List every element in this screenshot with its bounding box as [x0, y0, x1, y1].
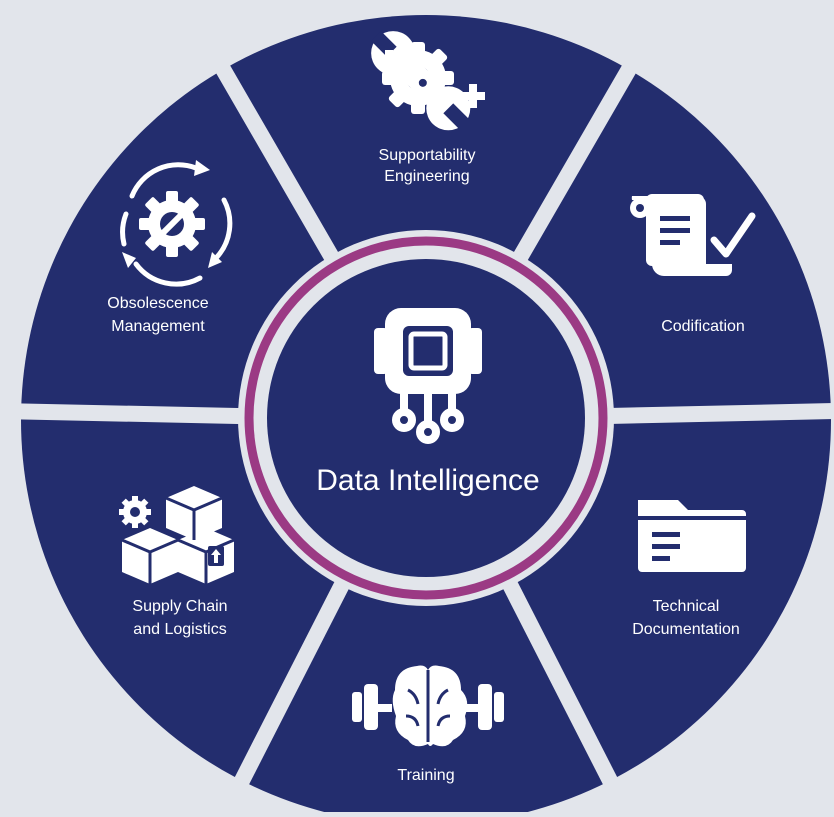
label-supportability: Supportability Engineering: [379, 147, 476, 185]
label-codification: Codification: [661, 318, 745, 335]
svg-text:Management: Management: [111, 318, 205, 335]
svg-text:Engineering: Engineering: [384, 168, 469, 185]
svg-text:Supply Chain: Supply Chain: [132, 598, 227, 615]
wrench-gear-icon: [371, 31, 485, 131]
svg-text:Documentation: Documentation: [632, 621, 740, 638]
svg-text:Supportability: Supportability: [379, 147, 476, 164]
svg-text:Obsolescence: Obsolescence: [107, 295, 208, 312]
label-supply-chain: Supply Chain and Logistics: [132, 598, 227, 638]
label-obsolescence: Obsolescence Management: [107, 295, 208, 335]
center-title: Data Intelligence: [316, 464, 539, 497]
label-training: Training: [397, 767, 454, 784]
svg-text:Technical: Technical: [653, 598, 720, 615]
boxes-icon: [119, 486, 235, 584]
brain-dumbbell-icon: [352, 665, 504, 747]
segment-dividers: [0, 52, 834, 812]
document-check-icon: [630, 194, 756, 276]
accent-ring: [244, 236, 608, 600]
chip-icon: [374, 308, 482, 444]
folder-icon: [638, 500, 746, 572]
label-technical-documentation: Technical Documentation: [632, 598, 740, 638]
gear-cycle-icon: [120, 160, 233, 287]
svg-text:and Logistics: and Logistics: [133, 621, 226, 638]
